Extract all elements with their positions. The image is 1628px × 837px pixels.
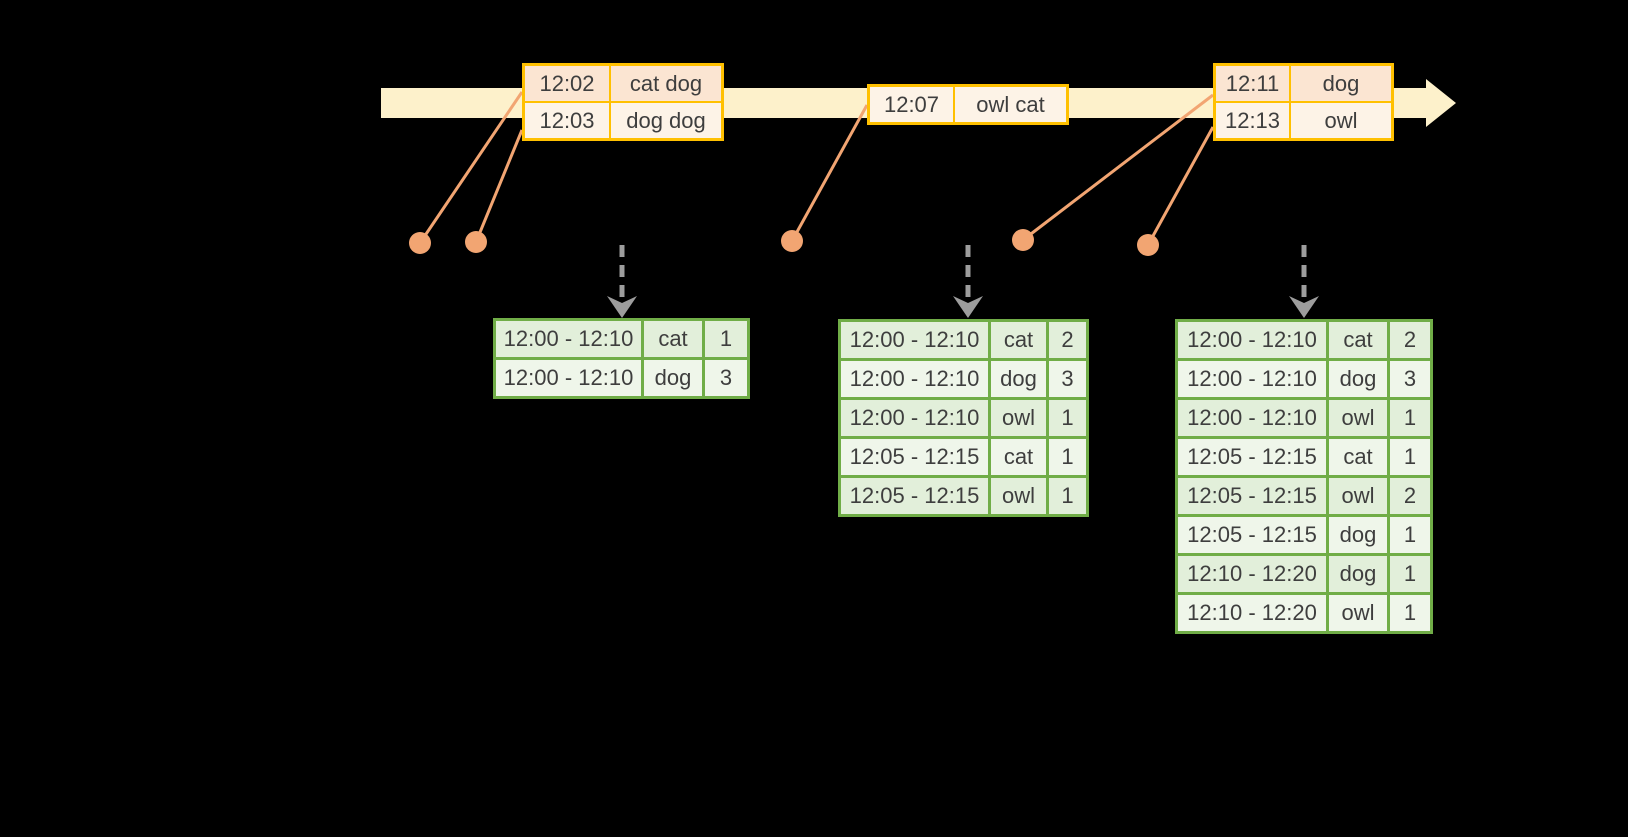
- event-dot: [1012, 229, 1034, 251]
- table-cell: dog: [1329, 556, 1387, 592]
- table-cell: owl: [1329, 400, 1387, 436]
- table-cell: 1: [1390, 556, 1430, 592]
- table-cell: 12:00 - 12:10: [1178, 322, 1326, 358]
- timeline-arrowhead-icon: [1426, 79, 1456, 127]
- event-dot: [781, 230, 803, 252]
- table-cell: 12:00 - 12:10: [841, 361, 988, 397]
- table-cell: 12:00 - 12:10: [841, 400, 988, 436]
- event-connector-line: [474, 129, 524, 243]
- table-cell: 3: [705, 360, 747, 396]
- table-cell: 12:05 - 12:15: [1178, 478, 1326, 514]
- event-connector-line: [790, 104, 869, 242]
- event-dots: [409, 229, 1159, 256]
- table-cell: 12:05 - 12:15: [1178, 517, 1326, 553]
- table-cell: 12:10 - 12:20: [1178, 556, 1326, 592]
- table-cell: 3: [1049, 361, 1086, 397]
- event-dot: [409, 232, 431, 254]
- trigger-arrow-head-icon: [953, 296, 983, 318]
- table-cell: 12:13: [1216, 103, 1289, 138]
- table-cell: owl: [1291, 103, 1391, 138]
- table-cell: 12:05 - 12:15: [1178, 439, 1326, 475]
- table-cell: 1: [1049, 439, 1086, 475]
- trigger-arrows: [607, 245, 1319, 318]
- table-cell: 12:11: [1216, 66, 1289, 101]
- table-cell: 2: [1390, 478, 1430, 514]
- event-connectors: [418, 91, 1215, 246]
- table-cell: cat dog: [611, 66, 721, 101]
- trigger-arrow-head-icon: [607, 296, 637, 318]
- table-cell: 3: [1390, 361, 1430, 397]
- table-cell: cat: [991, 439, 1046, 475]
- table-cell: cat: [991, 322, 1046, 358]
- table-cell: 12:00 - 12:10: [841, 322, 988, 358]
- table-cell: 1: [1049, 478, 1086, 514]
- table-cell: 12:03: [525, 103, 609, 138]
- table-cell: 12:10 - 12:20: [1178, 595, 1326, 631]
- table-cell: owl cat: [955, 87, 1066, 122]
- event-connector-line: [1022, 93, 1214, 242]
- table-cell: dog: [644, 360, 702, 396]
- table-cell: 12:00 - 12:10: [496, 360, 641, 396]
- event-dot: [1137, 234, 1159, 256]
- table-cell: dog: [991, 361, 1046, 397]
- table-cell: owl: [991, 478, 1046, 514]
- table-cell: 12:02: [525, 66, 609, 101]
- table-cell: cat: [644, 321, 702, 357]
- table-cell: owl: [1329, 478, 1387, 514]
- table-cell: owl: [1329, 595, 1387, 631]
- event-connector-line: [418, 91, 524, 244]
- table-cell: 2: [1390, 322, 1430, 358]
- table-cell: dog: [1291, 66, 1391, 101]
- table-cell: 12:00 - 12:10: [496, 321, 641, 357]
- table-cell: dog: [1329, 361, 1387, 397]
- table-cell: 1: [705, 321, 747, 357]
- table-cell: 1: [1390, 400, 1430, 436]
- table-cell: 12:05 - 12:15: [841, 439, 988, 475]
- table-cell: owl: [991, 400, 1046, 436]
- table-cell: 2: [1049, 322, 1086, 358]
- table-cell: cat: [1329, 439, 1387, 475]
- event-dot: [465, 231, 487, 253]
- event-connector-line: [1146, 126, 1215, 246]
- table-cell: dog dog: [611, 103, 721, 138]
- table-cell: dog: [1329, 517, 1387, 553]
- table-cell: 1: [1390, 595, 1430, 631]
- table-cell: 12:05 - 12:15: [841, 478, 988, 514]
- table-cell: 1: [1390, 517, 1430, 553]
- table-cell: cat: [1329, 322, 1387, 358]
- table-cell: 12:07: [870, 87, 953, 122]
- table-cell: 1: [1390, 439, 1430, 475]
- table-cell: 1: [1049, 400, 1086, 436]
- table-cell: 12:00 - 12:10: [1178, 400, 1326, 436]
- table-cell: 12:00 - 12:10: [1178, 361, 1326, 397]
- trigger-arrow-head-icon: [1289, 296, 1319, 318]
